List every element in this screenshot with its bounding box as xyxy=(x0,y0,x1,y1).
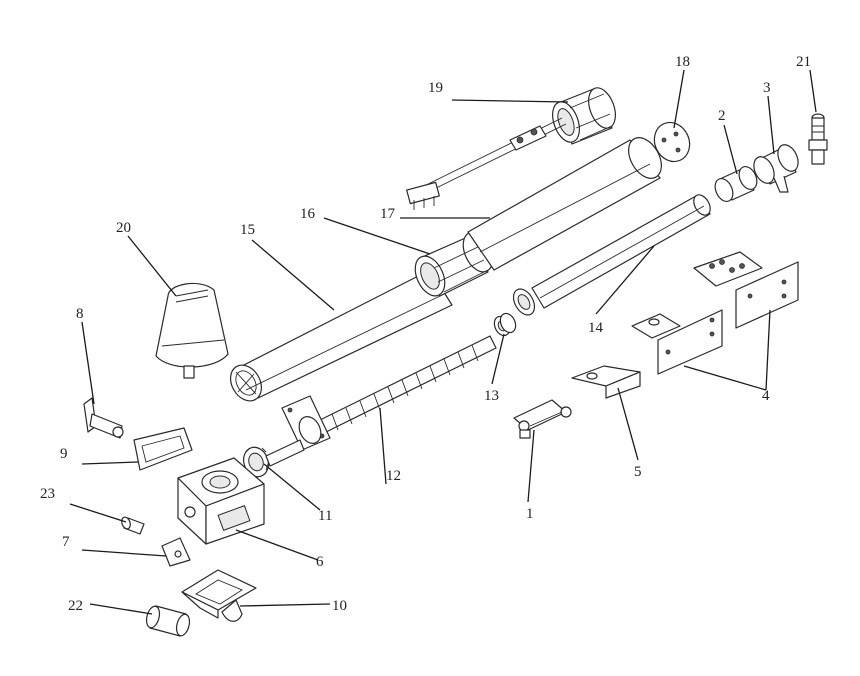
label-part-10: 10 xyxy=(332,598,347,614)
label-part-13: 13 xyxy=(484,388,499,404)
part-20-motor-cover xyxy=(155,282,229,379)
leader-2 xyxy=(723,124,738,175)
leader-15 xyxy=(251,239,335,311)
part-5-flat-bracket xyxy=(571,365,641,399)
part-3-rear-fitting xyxy=(753,144,799,193)
part-labels: 19 18 2 3 21 17 16 20 15 14 13 4 5 1 12 … xyxy=(40,54,811,614)
label-part-9: 9 xyxy=(60,446,68,462)
label-part-14: 14 xyxy=(588,320,604,336)
label-part-20: 20 xyxy=(116,220,131,236)
part-6-gearbox-housing xyxy=(177,457,265,545)
part-4-brackets xyxy=(631,251,799,375)
label-part-8: 8 xyxy=(76,306,84,322)
part-18-end-plate xyxy=(653,121,691,163)
leader-21 xyxy=(809,69,817,113)
part-10-base-plate xyxy=(181,569,257,622)
part-22-cylinder xyxy=(145,605,191,637)
leader-9 xyxy=(81,461,139,465)
part-8-small-bracket xyxy=(83,397,124,439)
label-part-17: 17 xyxy=(380,206,396,222)
leader-23 xyxy=(69,503,127,523)
leader-12 xyxy=(379,407,387,485)
label-part-18: 18 xyxy=(675,54,690,70)
leader-16 xyxy=(323,217,431,255)
leader-lines xyxy=(69,69,817,615)
leader-4b xyxy=(765,309,771,391)
label-part-19: 19 xyxy=(428,80,443,96)
leader-6 xyxy=(235,529,319,561)
part-21-pin xyxy=(808,113,828,165)
label-part-3: 3 xyxy=(763,80,771,96)
part-9-gasket xyxy=(133,427,193,471)
label-part-23: 23 xyxy=(40,486,55,502)
part-7-clip xyxy=(161,537,191,567)
leader-20 xyxy=(127,235,177,297)
leader-14 xyxy=(595,245,655,315)
leader-10 xyxy=(239,603,331,607)
leader-5 xyxy=(617,387,639,461)
part-14-drive-tube xyxy=(512,194,711,316)
label-part-21: 21 xyxy=(796,54,811,70)
part-16-ring-collar xyxy=(414,231,494,297)
part-17-limit-switch xyxy=(406,117,567,210)
label-part-12: 12 xyxy=(386,468,401,484)
label-part-15: 15 xyxy=(240,222,255,238)
leader-13 xyxy=(491,333,505,385)
leader-19 xyxy=(451,99,569,103)
part-13-nut xyxy=(493,312,517,337)
leader-22 xyxy=(89,603,153,615)
leader-8 xyxy=(81,321,95,405)
leader-4a xyxy=(683,365,767,391)
leader-1 xyxy=(527,429,535,503)
label-part-1: 1 xyxy=(526,506,534,522)
leader-11 xyxy=(263,463,321,511)
part-2-bushing xyxy=(714,166,758,202)
label-part-16: 16 xyxy=(300,206,316,222)
label-part-11: 11 xyxy=(318,508,332,524)
leader-3 xyxy=(767,95,775,155)
upper-tube xyxy=(467,137,662,271)
part-1-clevis-bracket xyxy=(513,399,572,439)
label-part-2: 2 xyxy=(718,108,726,124)
label-part-7: 7 xyxy=(62,534,70,550)
part-15-housing-tube xyxy=(229,269,453,402)
leader-7 xyxy=(81,549,167,557)
label-part-4: 4 xyxy=(762,388,770,404)
part-23-screw xyxy=(121,516,145,535)
label-part-22: 22 xyxy=(68,598,83,614)
part-11-gear xyxy=(243,439,305,478)
leader-18 xyxy=(673,69,685,129)
part-12-lead-screw xyxy=(281,335,497,451)
part-19-sleeve-ring xyxy=(552,87,616,145)
label-part-5: 5 xyxy=(634,464,642,480)
label-part-6: 6 xyxy=(316,554,324,570)
